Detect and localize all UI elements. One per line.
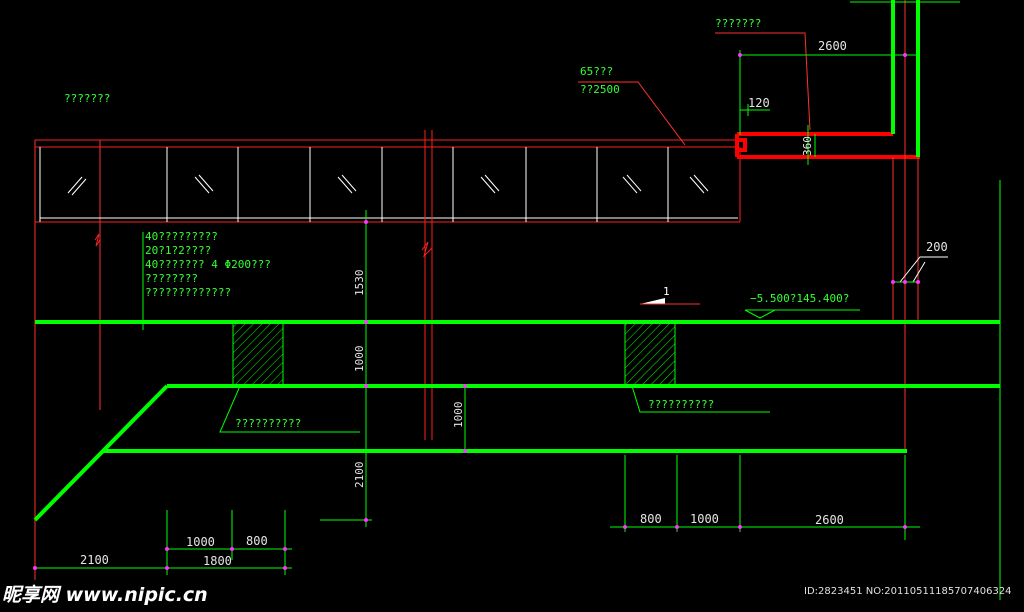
glass-panels: [39, 147, 738, 222]
dimension-ticks: [33, 53, 920, 570]
dim-1530: 1530: [353, 269, 366, 297]
dim-360: 360: [801, 136, 814, 156]
dim-1000-left: 1000: [353, 345, 366, 373]
dim-2100-v: 2100: [353, 461, 366, 489]
break-lines: [94, 130, 433, 440]
footings: [232, 321, 676, 387]
right-wall: [850, 0, 1001, 600]
hatch-note-right: ??????????: [648, 398, 715, 411]
dim-800-br: 800: [640, 512, 662, 526]
dim-200: 200: [926, 240, 948, 254]
dimension-lines: [35, 50, 920, 575]
elevation-label: −5.500?145.400?: [750, 292, 850, 305]
glass-hatch-marks: [67, 174, 709, 196]
dim-2600-br: 2600: [815, 513, 844, 527]
note-line: 40??????? 4 Φ200???: [145, 258, 271, 271]
section-mark: [640, 298, 700, 305]
dim-800-bl: 800: [246, 534, 268, 548]
hatch-note-left: ??????????: [235, 417, 302, 430]
dim-2100-bl: 2100: [80, 553, 109, 567]
top-beam: [35, 139, 741, 223]
dim-1800-bl: 1800: [203, 554, 232, 568]
note-line: ????????: [145, 272, 198, 285]
construction-notes: 40????????? 20?1?2???? 40??????? 4 Φ200?…: [145, 231, 271, 299]
note-line: 40?????????: [145, 230, 218, 243]
leader-lines: [142, 32, 948, 433]
note-line: ?????????????: [145, 286, 232, 299]
note-line: 20?1?2????: [145, 244, 212, 257]
dim-2600-top: 2600: [818, 39, 847, 53]
dim-1000-br: 1000: [690, 512, 719, 526]
dim-120: 120: [748, 96, 770, 110]
beam-spec-2: ??2500: [580, 83, 620, 96]
beam-spec-1: 65???: [580, 65, 614, 78]
dim-1000-mid: 1000: [452, 401, 465, 429]
dim-1000-bl: 1000: [186, 535, 215, 549]
watermark-logo: 昵享网 www.nipic.cn: [2, 584, 208, 606]
top-right-note: ???????: [715, 17, 762, 30]
section-mark-label: 1: [663, 285, 670, 298]
left-note: ???????: [64, 92, 111, 105]
red-bracket: [735, 132, 920, 159]
ground-structure: [33, 320, 1000, 522]
watermark-id: ID:2823451 NO:20110511185707406324: [804, 586, 1012, 597]
